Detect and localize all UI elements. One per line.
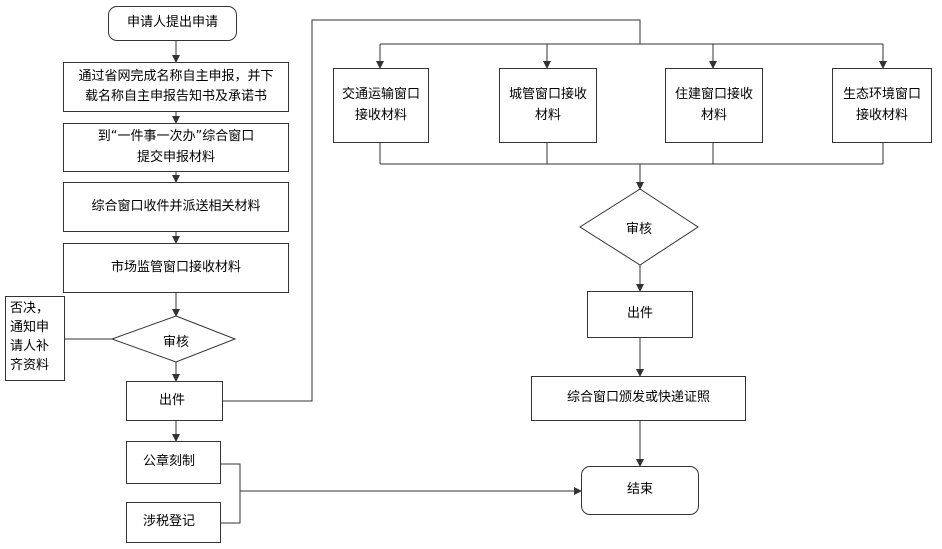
step1-line2: 载名称自主申报告知书及承诺书 <box>84 89 267 104</box>
tax-label: 涉税登记 <box>143 514 196 530</box>
urban-window: 城管窗口接收 材料 <box>499 68 597 143</box>
reject-box: 否决， 通知申 请人补 齐资料 <box>5 296 65 381</box>
housing-line2: 材料 <box>700 107 727 123</box>
end-label: 结束 <box>626 482 653 498</box>
end-node: 结束 <box>581 466 699 515</box>
traffic-line1: 交通运输窗口 <box>341 87 420 103</box>
urban-line1: 城管窗口接收 <box>508 87 587 103</box>
housing-line1: 住建窗口接收 <box>674 87 753 103</box>
seal-engraving: 公章刻制 <box>126 441 221 484</box>
step4-label: 市场监管窗口接收材料 <box>110 259 241 275</box>
urban-line2: 材料 <box>534 107 561 123</box>
step-dispatch-materials: 综合窗口收件并派送相关材料 <box>63 182 289 232</box>
start-node: 申请人提出申请 <box>108 6 237 41</box>
step2-line1: 到“一件事一次办”综合窗口 <box>97 129 255 145</box>
review-diamond-right <box>579 188 699 266</box>
issue-left: 出件 <box>126 381 223 421</box>
review-right-label: 审核 <box>625 222 652 237</box>
tax-registration: 涉税登记 <box>126 502 221 543</box>
step-submit-materials: 到“一件事一次办”综合窗口 提交申报材料 <box>63 123 289 172</box>
step2-line2: 提交申报材料 <box>136 149 215 165</box>
housing-window: 住建窗口接收 材料 <box>665 68 763 143</box>
step-market-receive: 市场监管窗口接收材料 <box>63 243 289 293</box>
eco-line1: 生态环境窗口 <box>842 87 921 103</box>
issue-left-label: 出件 <box>159 392 186 408</box>
reject-line1: 否决， <box>10 301 50 316</box>
step-name-declaration: 通过省网完成名称自主申报，并下 载名称自主申报告知书及承诺书 <box>63 62 289 112</box>
review-left-label: 审核 <box>162 335 189 350</box>
traffic-line2: 接收材料 <box>354 107 407 123</box>
reject-line2: 通知申 <box>10 319 50 335</box>
step1-line1: 通过省网完成名称自主申报，并下 <box>78 68 274 84</box>
reject-line4: 齐资料 <box>10 357 50 373</box>
eco-window: 生态环境窗口 接收材料 <box>832 68 932 143</box>
review-diamond-left <box>110 315 237 363</box>
traffic-window: 交通运输窗口 接收材料 <box>333 68 429 143</box>
reject-line3: 请人补 <box>10 338 50 354</box>
issue-right-label: 出件 <box>626 306 653 322</box>
start-label: 申请人提出申请 <box>126 15 218 31</box>
deliver-license: 综合窗口颁发或快递证照 <box>531 376 746 421</box>
issue-right: 出件 <box>587 291 693 338</box>
step3-label: 综合窗口收件并派送相关材料 <box>91 198 261 214</box>
seal-label: 公章刻制 <box>143 454 196 470</box>
deliver-label: 综合窗口颁发或快递证照 <box>566 390 710 406</box>
eco-line2: 接收材料 <box>855 107 908 123</box>
